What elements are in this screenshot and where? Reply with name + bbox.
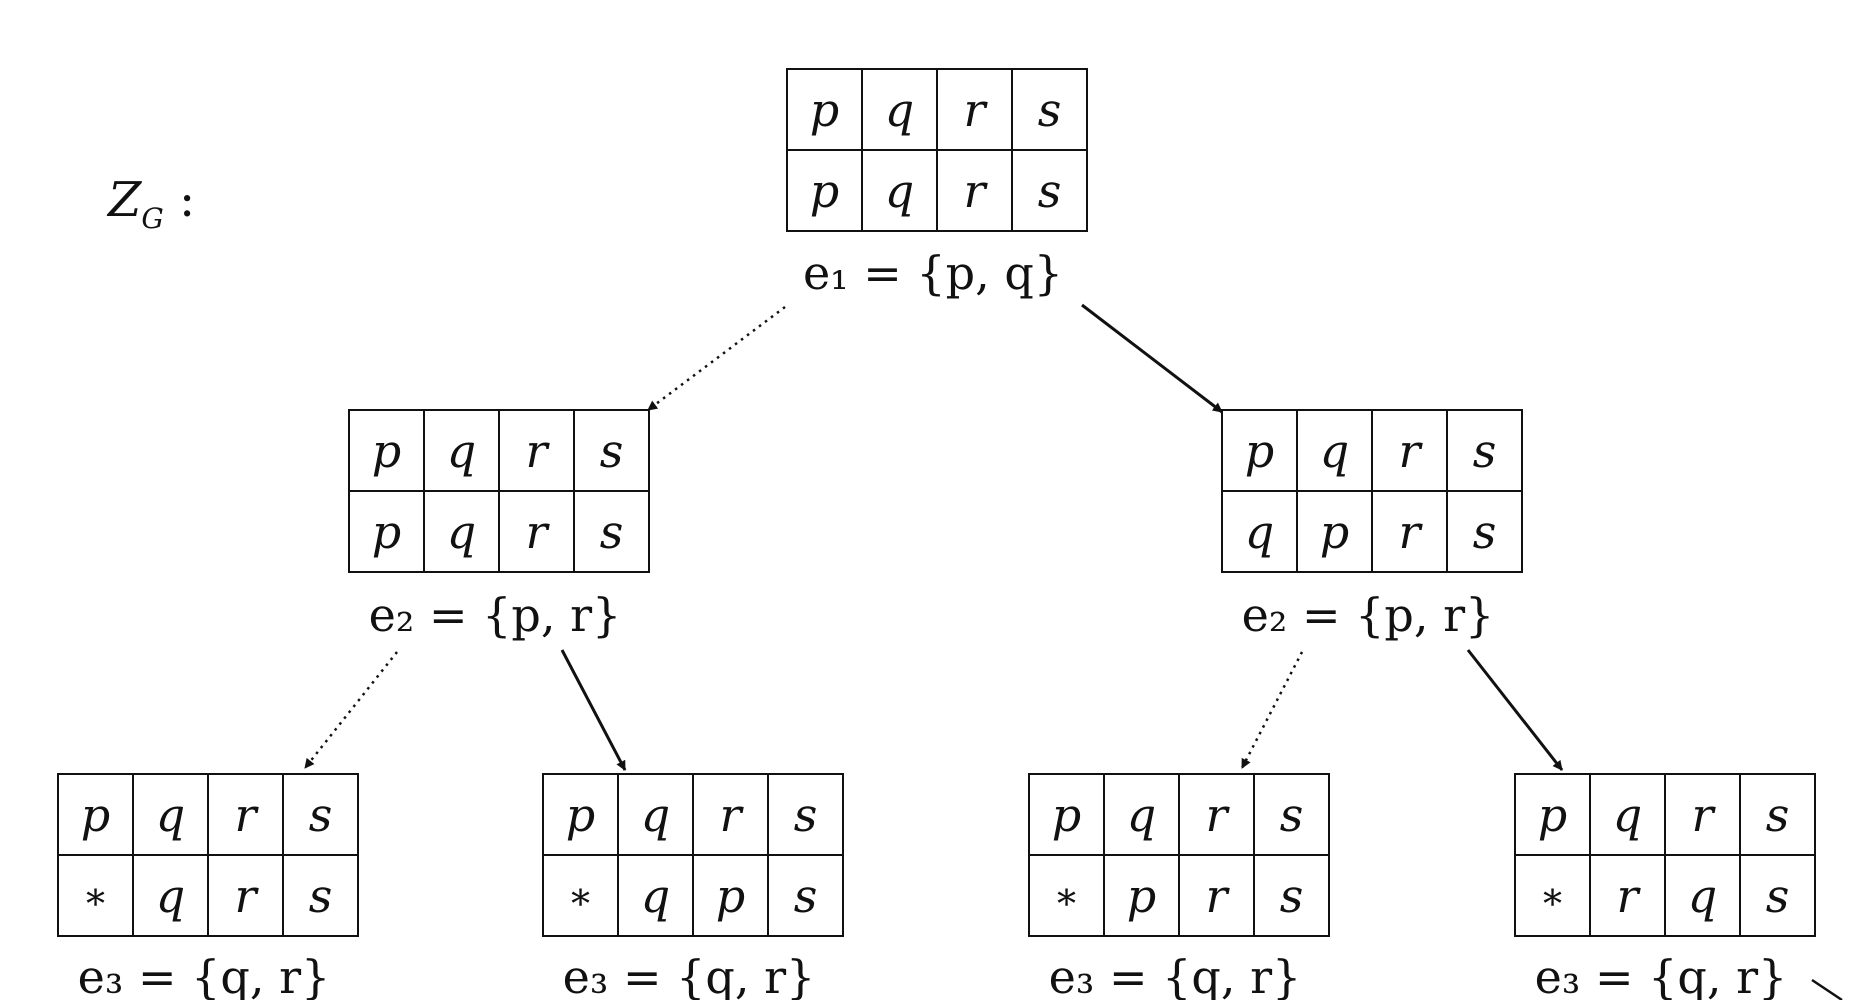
cell: s	[1739, 854, 1816, 937]
cell: p	[692, 854, 769, 937]
cell: q	[1103, 773, 1180, 856]
cell: s	[282, 773, 359, 856]
node-root: p q r s p q r s	[786, 68, 1088, 232]
node-label-root: e₁ = {p, q}	[802, 246, 1064, 300]
cell: s	[1739, 773, 1816, 856]
cell: r	[1178, 854, 1255, 937]
cell: r	[936, 68, 1013, 151]
cell: s	[767, 854, 844, 937]
node-leaf-ll: p q r s ∗ q r s	[57, 773, 359, 937]
node-label-rl: e₃ = {q, r}	[1048, 950, 1302, 1000]
cell: q	[423, 490, 500, 573]
cell: q	[1664, 854, 1741, 937]
cell: s	[1253, 854, 1330, 937]
cell: q	[861, 149, 938, 232]
node-right: p q r s q p r s	[1221, 409, 1523, 573]
node-leaf-rr: p q r s ∗ r q s	[1514, 773, 1816, 937]
cell: q	[132, 854, 209, 937]
edge-left-lr	[560, 649, 627, 771]
cell: ∗	[57, 854, 134, 937]
cell: s	[1253, 773, 1330, 856]
cell: q	[1221, 490, 1298, 573]
node-label-ll: e₃ = {q, r}	[77, 950, 331, 1000]
title-suffix: :	[179, 172, 196, 228]
node-leaf-rl: p q r s ∗ p r s	[1028, 773, 1330, 937]
cell: r	[692, 773, 769, 856]
cell: r	[1371, 409, 1448, 492]
node-grid: p q r s p q r s	[348, 409, 650, 573]
edge-root-left	[647, 306, 786, 411]
cell: p	[1103, 854, 1180, 937]
edge-root-right	[1081, 303, 1223, 414]
cell: p	[786, 149, 863, 232]
cell: r	[1664, 773, 1741, 856]
cell: ∗	[542, 854, 619, 937]
node-label-lr: e₃ = {q, r}	[562, 950, 816, 1000]
edge-right-rr	[1466, 649, 1564, 771]
cell: s	[1011, 68, 1088, 151]
node-grid: p q r s ∗ r q s	[1514, 773, 1816, 937]
node-grid: p q r s ∗ q p s	[542, 773, 844, 937]
cell: r	[498, 490, 575, 573]
diagram-title: ZG :	[108, 176, 195, 233]
cell: p	[1296, 490, 1373, 573]
cell: p	[1514, 773, 1591, 856]
node-label-left: e₂ = {p, r}	[368, 588, 622, 642]
node-label-right: e₂ = {p, r}	[1241, 588, 1495, 642]
cell: p	[348, 409, 425, 492]
cell: p	[786, 68, 863, 151]
cell: p	[57, 773, 134, 856]
cell: ∗	[1028, 854, 1105, 937]
node-grid: p q r s q p r s	[1221, 409, 1523, 573]
cell: r	[1178, 773, 1255, 856]
cell: s	[1446, 409, 1523, 492]
cell: q	[1296, 409, 1373, 492]
cell: r	[1589, 854, 1666, 937]
cell: q	[132, 773, 209, 856]
cell: s	[1446, 490, 1523, 573]
cell: r	[936, 149, 1013, 232]
cell: q	[617, 773, 694, 856]
cell: q	[617, 854, 694, 937]
cell: s	[573, 409, 650, 492]
cell: s	[1011, 149, 1088, 232]
cell: ∗	[1514, 854, 1591, 937]
title-subscript: G	[141, 202, 164, 235]
title-main: Z	[108, 172, 142, 228]
node-label-rr: e₃ = {q, r}	[1534, 950, 1788, 1000]
cell: p	[1221, 409, 1298, 492]
cell: q	[423, 409, 500, 492]
cell: q	[1589, 773, 1666, 856]
edge-continuation-stub	[1811, 978, 1843, 1000]
cell: p	[1028, 773, 1105, 856]
cell: r	[207, 773, 284, 856]
edge-right-rl	[1240, 651, 1304, 769]
node-grid: p q r s p q r s	[786, 68, 1088, 232]
node-left: p q r s p q r s	[348, 409, 650, 573]
cell: q	[861, 68, 938, 151]
cell: s	[282, 854, 359, 937]
cell: r	[207, 854, 284, 937]
cell: s	[573, 490, 650, 573]
edge-left-ll	[304, 651, 398, 769]
node-grid: p q r s ∗ q r s	[57, 773, 359, 937]
node-leaf-lr: p q r s ∗ q p s	[542, 773, 844, 937]
cell: s	[767, 773, 844, 856]
cell: r	[1371, 490, 1448, 573]
node-grid: p q r s ∗ p r s	[1028, 773, 1330, 937]
cell: p	[542, 773, 619, 856]
cell: r	[498, 409, 575, 492]
cell: p	[348, 490, 425, 573]
